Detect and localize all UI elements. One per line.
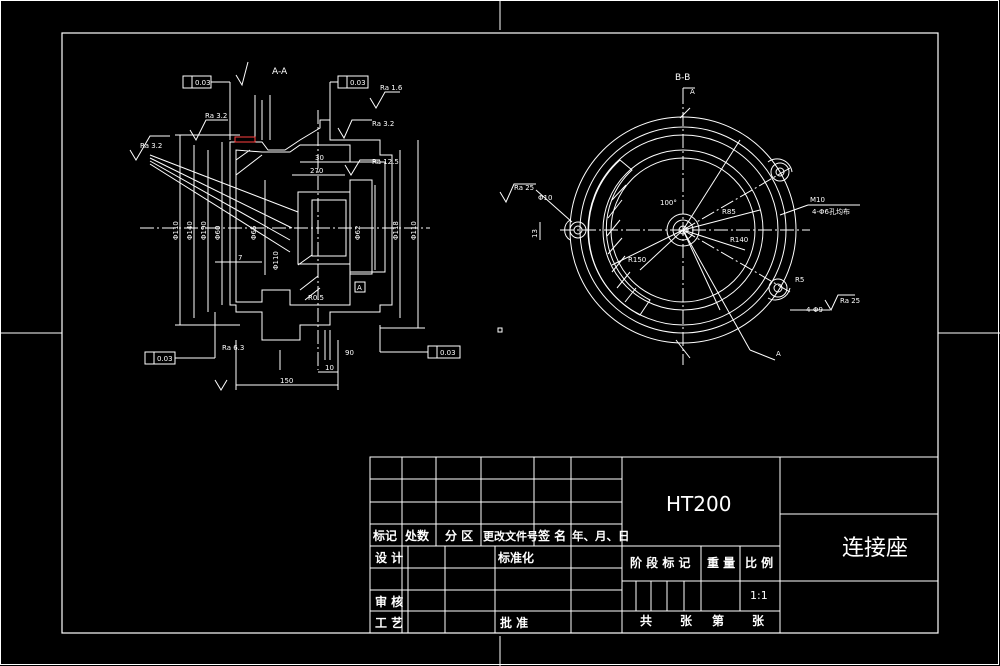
bb-dim-13: 13 xyxy=(531,229,539,238)
title-block-grid xyxy=(369,456,939,634)
aa-tolerance-1: 0.03 xyxy=(195,79,211,87)
aa-dim-v10: R0.5 xyxy=(308,294,324,302)
aa-dim-h6: 90 xyxy=(345,349,354,357)
aa-dim-h3: 7 xyxy=(238,254,242,262)
section-bb-labels: B-B A A Ra 25 Ra 25 100° R85 R140 R150 4… xyxy=(514,73,860,358)
bb-dim-r140: R140 xyxy=(730,236,748,244)
title-block-text: 标记 处数 分 区 更改文件号 签 名 年、月、日 设 计 标准化 审 核 工 … xyxy=(372,492,908,630)
scale-label: 比 例 xyxy=(745,555,773,570)
section-bb-view xyxy=(499,87,860,365)
highlight-edge xyxy=(234,136,256,143)
aa-dim-v7: Φ118 xyxy=(392,221,400,240)
sheets-total: 共 xyxy=(640,613,652,628)
section-aa-view xyxy=(129,61,461,391)
header-zone: 分 区 xyxy=(445,528,473,543)
bb-rough-2: Ra 25 xyxy=(840,297,860,305)
bb-note: 4-Φ6孔均布 xyxy=(812,207,850,216)
part-name: 连接座 xyxy=(842,536,908,561)
header-count: 处数 xyxy=(404,528,430,543)
bb-section-mark-bottom: A xyxy=(776,350,781,358)
bb-dim-holes: 4-Φ9 xyxy=(806,306,823,314)
bb-dim-angle: 100° xyxy=(660,199,677,207)
row-process: 工 艺 xyxy=(375,615,403,630)
bb-dim-m10: M10 xyxy=(810,196,825,204)
aa-dim-v4: Φ60 xyxy=(214,226,222,240)
bb-section-mark-top: A xyxy=(690,88,695,96)
bb-dim-r5: R5 xyxy=(795,276,804,284)
aa-dim-v5: Φ65 xyxy=(250,226,258,240)
aa-rough-6: Ra 6.3 xyxy=(222,344,244,352)
aa-dim-h1: 30 xyxy=(315,154,324,162)
aa-tolerance-4: 0.03 xyxy=(440,349,456,357)
sheet-number: 第 xyxy=(712,613,724,628)
aa-dim-v3: Φ190 xyxy=(200,221,208,240)
aa-dim-h4: 150 xyxy=(280,377,293,385)
section-aa-title: A-A xyxy=(272,67,288,77)
sheets-unit: 张 xyxy=(680,613,693,628)
aa-dim-v8: Φ110 xyxy=(410,221,418,240)
section-aa-labels: A-A 0.03 0.03 0.03 0.03 Ra 3.2 Ra 3.2 Ra… xyxy=(140,67,456,385)
aa-rough-2: Ra 3.2 xyxy=(205,112,227,120)
weight-label: 重 量 xyxy=(707,555,735,570)
aa-dim-v2: Φ140 xyxy=(186,221,194,240)
stage-label: 阶 段 标 记 xyxy=(630,555,691,570)
bb-dim-r150: R150 xyxy=(628,256,646,264)
row-review: 审 核 xyxy=(375,594,403,609)
row-design: 设 计 xyxy=(375,550,403,565)
aa-dim-v1: Φ110 xyxy=(172,221,180,240)
bb-dim-r85: R85 xyxy=(722,208,736,216)
aa-rough-1: Ra 3.2 xyxy=(140,142,162,150)
aa-rough-3: Ra 1.6 xyxy=(380,84,403,92)
aa-tolerance-2: 0.03 xyxy=(350,79,366,87)
aa-rough-5: Ra 3.2 xyxy=(372,120,394,128)
sheet-unit-2: 张 xyxy=(752,613,765,628)
header-mark: 标记 xyxy=(372,528,397,543)
material: HT200 xyxy=(666,492,731,516)
aa-datum: A xyxy=(357,284,362,292)
bb-rough-1: Ra 25 xyxy=(514,184,534,192)
row-standard: 标准化 xyxy=(497,550,534,565)
section-bb-title: B-B xyxy=(675,73,690,83)
aa-dim-h5: 10 xyxy=(325,364,334,372)
row-approve: 批 准 xyxy=(500,615,528,630)
aa-rough-4: Ra 12.5 xyxy=(372,158,399,166)
scale-value: 1:1 xyxy=(750,589,768,602)
aa-dim-v9: Φ62 xyxy=(354,226,362,240)
aa-dim-h2: 270 xyxy=(310,167,323,175)
aa-tolerance-3: 0.03 xyxy=(157,355,173,363)
aa-dim-v6: Φ110 xyxy=(272,251,280,270)
bb-dim-phi10: Φ10 xyxy=(538,194,552,202)
header-sign: 签 名 xyxy=(537,528,566,543)
header-change-doc: 更改文件号 xyxy=(483,529,538,543)
origin-marker xyxy=(497,327,503,333)
header-date: 年、月、日 xyxy=(572,529,630,543)
